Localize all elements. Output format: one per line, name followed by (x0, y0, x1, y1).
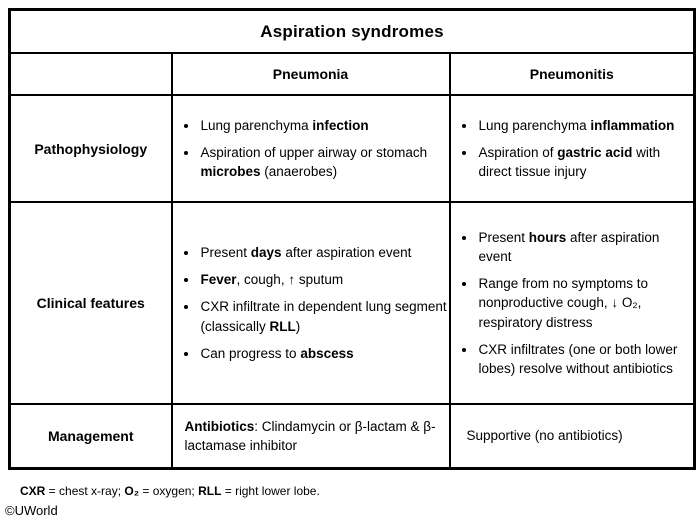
cell-clinical-features-pneumonia: Present days after aspiration eventFever… (170, 201, 451, 405)
corner-cell (8, 52, 173, 96)
cell-text: Antibiotics: Clindamycin or β-lactam & β… (184, 418, 436, 453)
cell-text: Supportive (no antibiotics) (466, 428, 623, 444)
bullet-item: Fever, cough, ↑ sputum (199, 270, 449, 289)
bullet-list: Present days after aspiration eventFever… (173, 243, 449, 363)
bullet-item: Lung parenchyma inflammation (477, 116, 694, 135)
table-row-management: Management Antibiotics: Clindamycin or β… (8, 403, 696, 470)
bullet-item: Present hours after aspiration event (477, 228, 694, 266)
aspiration-syndromes-table: Aspiration syndromes Pneumonia Pneumonit… (8, 8, 697, 470)
cell-management-pneumonitis: Supportive (no antibiotics) (448, 403, 696, 470)
column-header-row: Pneumonia Pneumonitis (8, 52, 696, 96)
cell-management-pneumonia: Antibiotics: Clindamycin or β-lactam & β… (170, 403, 451, 470)
column-header-pneumonitis: Pneumonitis (448, 52, 696, 96)
uworld-copyright: ©UWorld (5, 503, 58, 518)
table-row-pathophysiology: Pathophysiology Lung parenchyma infectio… (8, 94, 696, 203)
bullet-item: Present days after aspiration event (199, 243, 449, 262)
bullet-item: Can progress to abscess (199, 344, 449, 363)
bullet-item: CXR infiltrates (one or both lower lobes… (477, 340, 694, 378)
title-row: Aspiration syndromes (8, 8, 696, 54)
bullet-item: CXR infiltrate in dependent lung segment… (199, 297, 449, 335)
column-header-pneumonia: Pneumonia (170, 52, 451, 96)
table-title: Aspiration syndromes (8, 8, 696, 54)
cell-pathophysiology-pneumonia: Lung parenchyma infectionAspiration of u… (170, 94, 451, 203)
bullet-list: Present hours after aspiration eventRang… (451, 228, 694, 378)
row-label-clinical-features: Clinical features (8, 201, 173, 405)
bullet-list: Lung parenchyma infectionAspiration of u… (173, 116, 449, 181)
bullet-item: Aspiration of gastric acid with direct t… (477, 143, 694, 181)
bullet-item: Lung parenchyma infection (199, 116, 449, 135)
table-row-clinical-features: Clinical features Present days after asp… (8, 201, 696, 405)
bullet-item: Range from no symptoms to nonproductive … (477, 274, 694, 331)
bullet-item: Aspiration of upper airway or stomach mi… (199, 143, 449, 181)
cell-pathophysiology-pneumonitis: Lung parenchyma inflammationAspiration o… (448, 94, 696, 203)
row-label-management: Management (8, 403, 173, 470)
cell-clinical-features-pneumonitis: Present hours after aspiration eventRang… (448, 201, 696, 405)
row-label-pathophysiology: Pathophysiology (8, 94, 173, 203)
abbreviation-footnote: CXR = chest x-ray; O₂ = oxygen; RLL = ri… (20, 484, 320, 498)
bullet-list: Lung parenchyma inflammationAspiration o… (451, 116, 694, 181)
